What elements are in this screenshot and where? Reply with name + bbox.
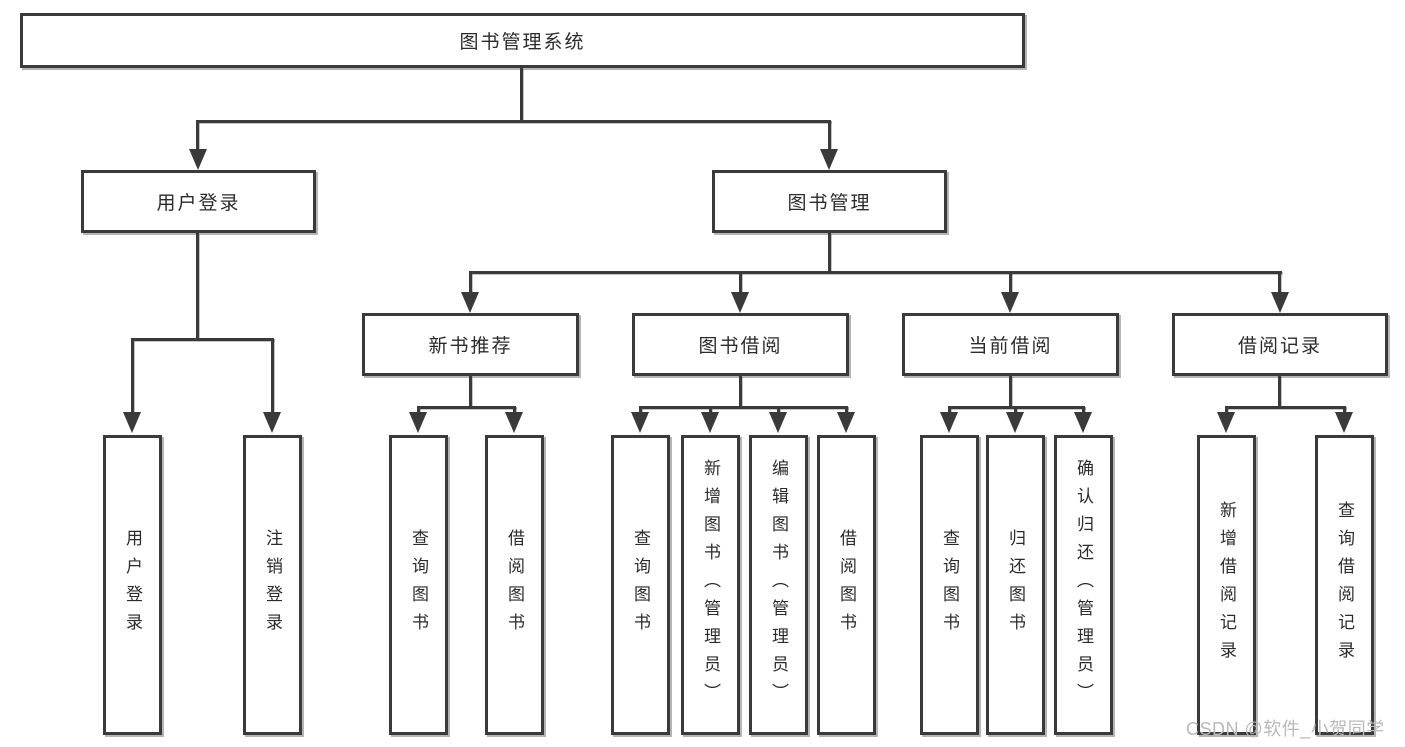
connector-borrow-records-hline [1225,406,1346,409]
leaf-query-books-borrow-label: 查询图书 [631,529,650,641]
connector-borrow-records-stem [1278,271,1281,293]
leaf-query-books-current-label: 查询图书 [940,529,959,641]
connector-current-borrow-stem [1009,271,1012,293]
connector-new-books-down [469,376,472,406]
connector-new-books-stem [469,271,472,293]
node-current-borrow: 当前借阅 [902,313,1119,376]
connector-user-login-hline [131,338,274,341]
node-new-books: 新书推荐 [362,313,579,376]
connector-stem [513,406,516,414]
leaf-query-borrow-record-label: 查询借阅记录 [1335,501,1354,669]
connector-book-borrow-hline [639,406,848,409]
node-user-login: 用户登录 [81,170,316,233]
arrowhead-leaf-query-record [1335,412,1353,433]
node-book-mgmt-label: 图书管理 [787,193,872,214]
arrowhead-current-borrow [1001,292,1019,313]
node-book-borrow: 图书借阅 [632,313,849,376]
node-user-login-label: 用户登录 [156,193,241,214]
connector-stem [1014,406,1017,414]
connector-level2-hline [196,120,831,123]
arrowhead-leaf-confirm-return [1074,412,1092,433]
leaf-edit-books-admin-label: 编辑图书（管理员） [769,459,788,711]
connector-leaf-user-login-stem [131,338,134,414]
connector-book-mgmt-down [828,233,831,271]
leaf-query-borrow-record: 查询借阅记录 [1315,435,1374,735]
arrowhead-leaf-add-record [1217,412,1235,433]
arrowhead-leaf-add-books [701,412,719,433]
leaf-borrow-books-borrow-label: 借阅图书 [837,529,856,641]
arrowhead-new-books [461,292,479,313]
leaf-logout-label: 注销登录 [263,529,282,641]
connector-stem [777,406,780,414]
connector-user-login-stem [196,120,199,150]
connector-new-books-hline [417,406,516,409]
csdn-watermark: CSDN @软件_小贺同学 [1186,719,1385,739]
leaf-borrow-books-newbooks-label: 借阅图书 [505,529,524,641]
node-book-borrow-label: 图书借阅 [698,336,783,357]
connector-user-login-down [196,233,199,338]
connector-book-mgmt-stem [828,120,831,150]
leaf-query-books-newbooks: 查询图书 [389,435,448,735]
node-borrow-records-label: 借阅记录 [1237,336,1322,357]
leaf-confirm-return-admin: 确认归还（管理员） [1054,435,1113,735]
leaf-return-books-label: 归还图书 [1006,529,1025,641]
arrowhead-book-borrow [731,292,749,313]
node-root-label: 图书管理系统 [459,32,586,53]
leaf-user-login: 用户登录 [103,435,162,735]
connector-book-borrow-stem [739,271,742,293]
connector-stem [417,406,420,414]
leaf-query-books-current: 查询图书 [920,435,979,735]
connector-root-stem [520,68,523,120]
leaf-borrow-books-newbooks: 借阅图书 [485,435,544,735]
leaf-borrow-books-borrow: 借阅图书 [817,435,876,735]
leaf-logout: 注销登录 [243,435,302,735]
arrowhead-leaf-query-books-current [940,412,958,433]
connector-stem [845,406,848,414]
leaf-query-books-borrow: 查询图书 [611,435,670,735]
connector-stem [1225,406,1228,414]
leaf-add-books-admin-label: 新增图书（管理员） [701,459,720,711]
leaf-add-borrow-record-label: 新增借阅记录 [1217,501,1236,669]
arrowhead-leaf-query-books-borrow [631,412,649,433]
node-book-mgmt: 图书管理 [712,170,947,233]
connector-book-borrow-down [739,376,742,406]
connector-borrow-records-down [1278,376,1281,406]
arrowhead-leaf-return-books [1006,412,1024,433]
leaf-add-borrow-record: 新增借阅记录 [1197,435,1256,735]
leaf-confirm-return-admin-label: 确认归还（管理员） [1074,459,1093,711]
node-borrow-records: 借阅记录 [1172,313,1388,376]
leaf-user-login-label: 用户登录 [123,529,142,641]
arrowhead-book-mgmt [820,149,838,170]
connector-current-borrow-down [1009,376,1012,406]
connector-leaf-logout-stem [271,338,274,414]
arrowhead-user-login [189,149,207,170]
leaf-query-books-newbooks-label: 查询图书 [409,529,428,641]
arrowhead-leaf-user-login [123,412,141,433]
arrowhead-leaf-logout [263,412,281,433]
leaf-edit-books-admin: 编辑图书（管理员） [749,435,808,735]
arrowhead-leaf-edit-books [769,412,787,433]
node-current-borrow-label: 当前借阅 [968,336,1053,357]
connector-level3-hline [469,271,1282,274]
connector-stem [948,406,951,414]
arrowhead-leaf-borrow-books-borrow [837,412,855,433]
leaf-add-books-admin: 新增图书（管理员） [681,435,740,735]
arrowhead-leaf-query-books-newbooks [409,412,427,433]
connector-stem [1082,406,1085,414]
connector-stem [639,406,642,414]
connector-stem [1343,406,1346,414]
leaf-return-books: 归还图书 [986,435,1045,735]
arrowhead-borrow-records [1271,292,1289,313]
node-new-books-label: 新书推荐 [428,336,513,357]
arrowhead-leaf-borrow-books-newbooks [505,412,523,433]
node-root: 图书管理系统 [20,13,1025,68]
connector-stem [709,406,712,414]
